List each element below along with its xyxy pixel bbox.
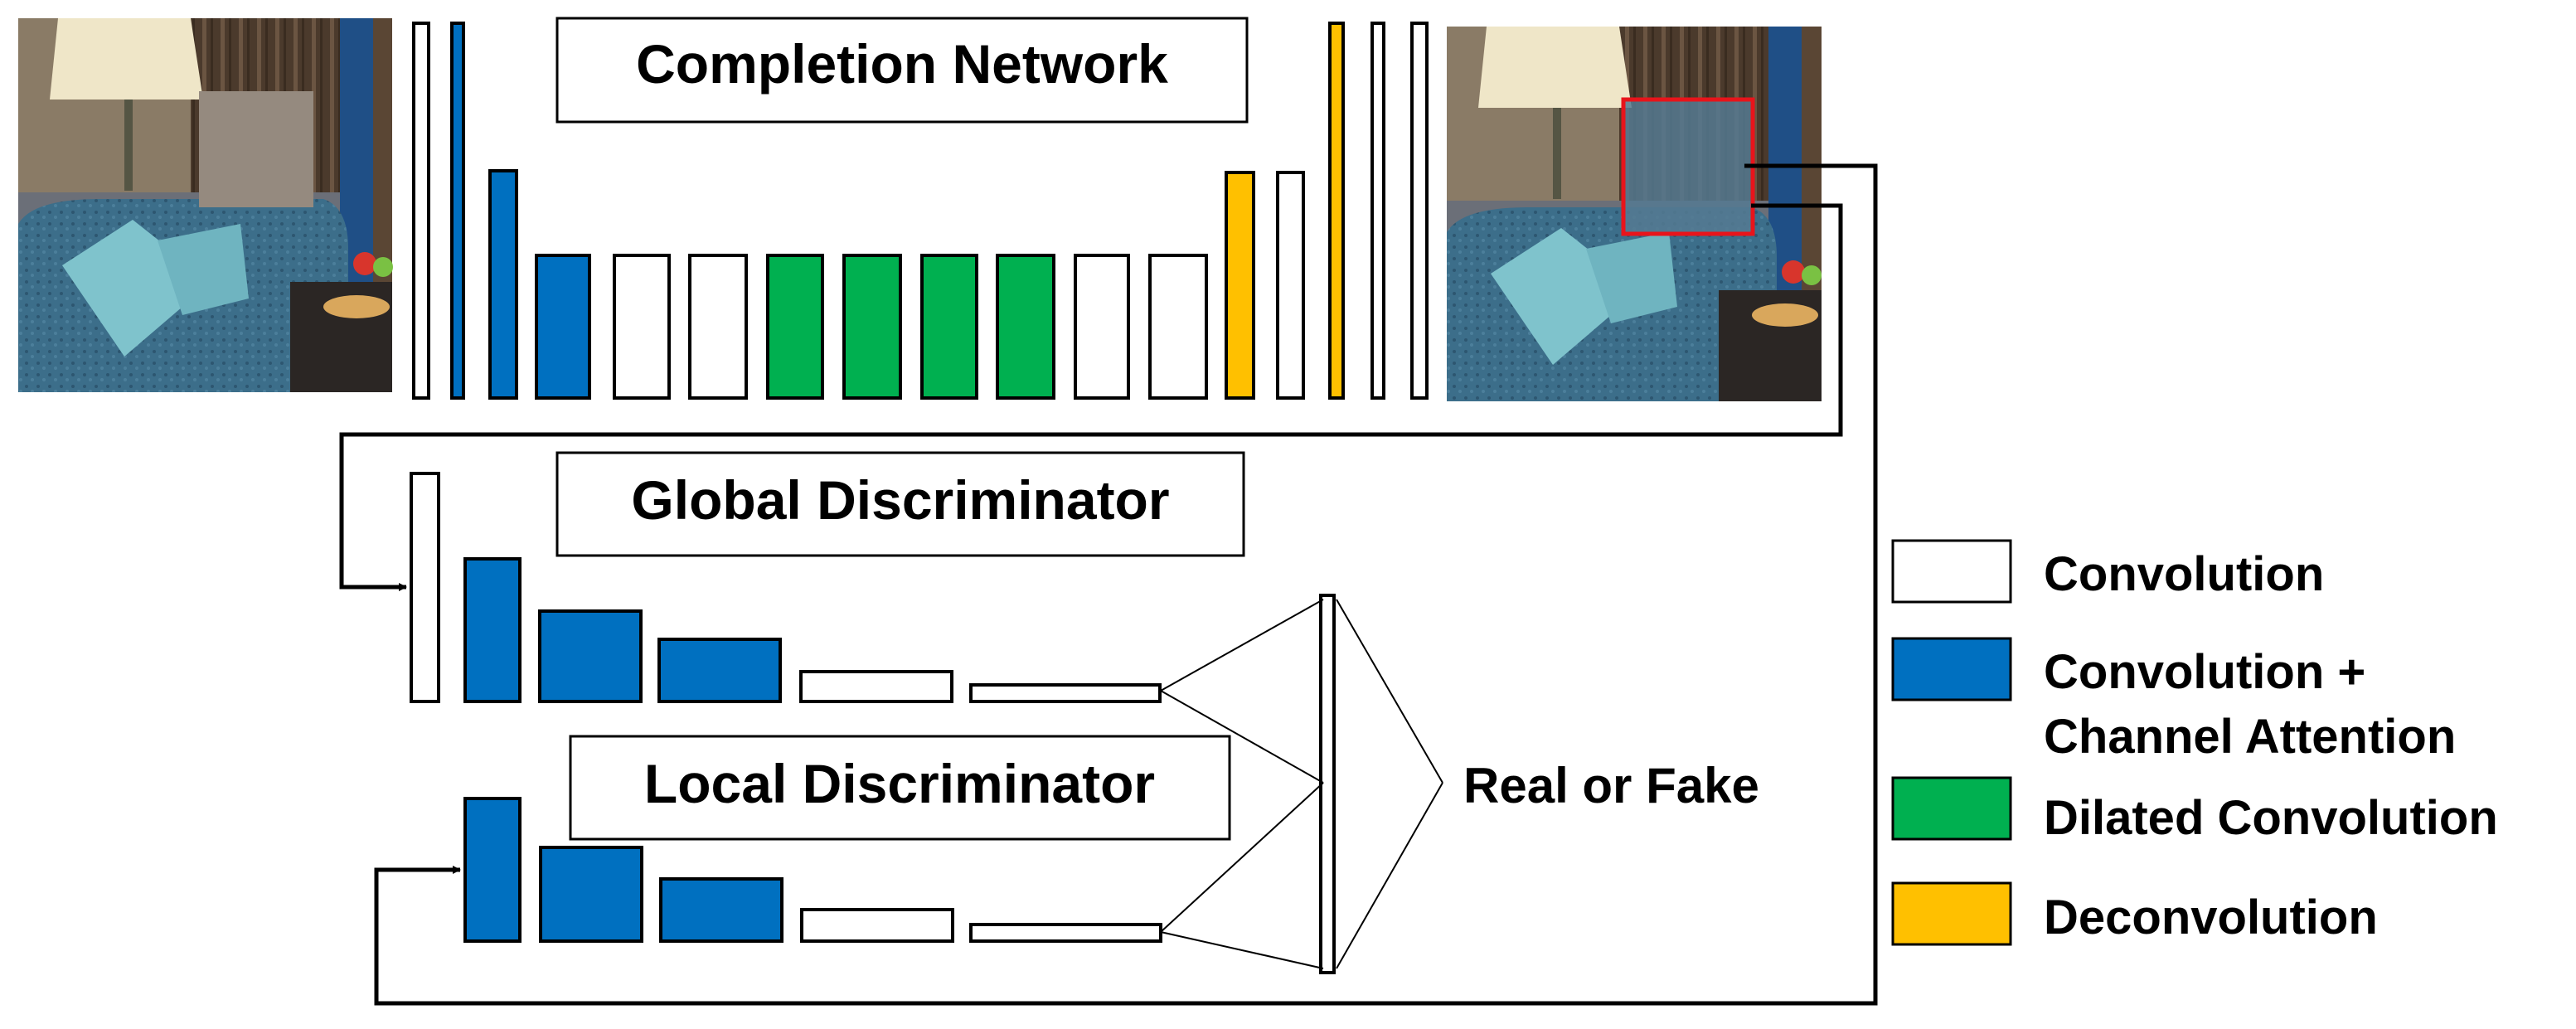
flow-arrows (339, 163, 1878, 1006)
legend-swatch-dilated (1891, 776, 2012, 841)
global-discriminator-title-text: Global Discriminator (631, 469, 1169, 531)
input-image (18, 18, 393, 392)
fc-connection-lines (1160, 599, 1443, 969)
global-layer-2-conv-ca (463, 557, 522, 703)
completion-network-title: Completion Network (555, 17, 1249, 124)
local-input-arrow (374, 163, 1878, 1006)
local-layer-5-conv (969, 923, 1162, 943)
legend-label-channel-attention-2: Channel Attention (2044, 710, 2456, 764)
completion-layer-6-conv (688, 254, 748, 400)
inpainted-region (1623, 100, 1753, 234)
local-layer-3-conv-ca (659, 877, 783, 943)
completion-layer-12-conv (1148, 254, 1208, 400)
completion-layer-17-conv (1410, 22, 1429, 400)
global-input-arrow (339, 203, 1843, 591)
global-discriminator-title: Global Discriminator (555, 451, 1245, 557)
completion-layer-9-dilated (920, 254, 978, 400)
completion-layer-4-conv-ca (535, 254, 591, 400)
legend-swatch-channel-attention (1891, 637, 2012, 701)
completion-layer-3-conv-ca (488, 169, 518, 400)
local-layer-1-conv-ca (463, 797, 522, 943)
completion-layer-5-conv (613, 254, 671, 400)
completion-layer-13-deconv (1225, 171, 1255, 400)
completion-layer-10-dilated (996, 254, 1055, 400)
completion-network-title-text: Completion Network (636, 33, 1168, 95)
local-discriminator-layers (463, 797, 1162, 943)
completion-layer-8-dilated (842, 254, 902, 400)
global-layer-4-conv-ca (657, 638, 782, 703)
real-or-fake-label: Real or Fake (1463, 758, 1759, 813)
completion-layer-14-conv (1276, 171, 1305, 400)
legend-swatch-deconvolution (1891, 881, 2012, 946)
legend-label-convolution: Convolution (2044, 547, 2324, 601)
completion-layer-1-conv (412, 22, 430, 400)
global-layer-3-conv-ca (538, 609, 643, 703)
global-layer-6-conv (969, 683, 1162, 703)
local-layer-4-conv (800, 908, 954, 943)
completion-layer-11-conv (1074, 254, 1130, 400)
local-discriminator-title-text: Local Discriminator (644, 753, 1155, 814)
output-image (1447, 27, 1822, 401)
lamp-shade (50, 18, 203, 100)
completion-layer-15-deconv (1328, 22, 1345, 400)
global-layer-5-conv (799, 670, 953, 703)
mask-hole (199, 91, 313, 207)
local-discriminator-title: Local Discriminator (569, 735, 1231, 841)
legend-swatch-convolution (1891, 539, 2012, 604)
global-discriminator-layers (410, 472, 1162, 703)
completion-network-layers (412, 22, 1429, 400)
legend-label-dilated: Dilated Convolution (2044, 791, 2498, 845)
global-layer-1-conv (410, 472, 440, 703)
legend-label-deconvolution: Deconvolution (2044, 891, 2378, 944)
completion-layer-7-dilated (766, 254, 824, 400)
legend: Convolution Convolution + Channel Attent… (1891, 539, 2498, 946)
local-layer-2-conv-ca (539, 846, 643, 943)
completion-layer-16-conv (1370, 22, 1385, 400)
completion-layer-2-conv-ca (450, 22, 465, 400)
legend-label-channel-attention-1: Convolution + (2044, 645, 2365, 699)
